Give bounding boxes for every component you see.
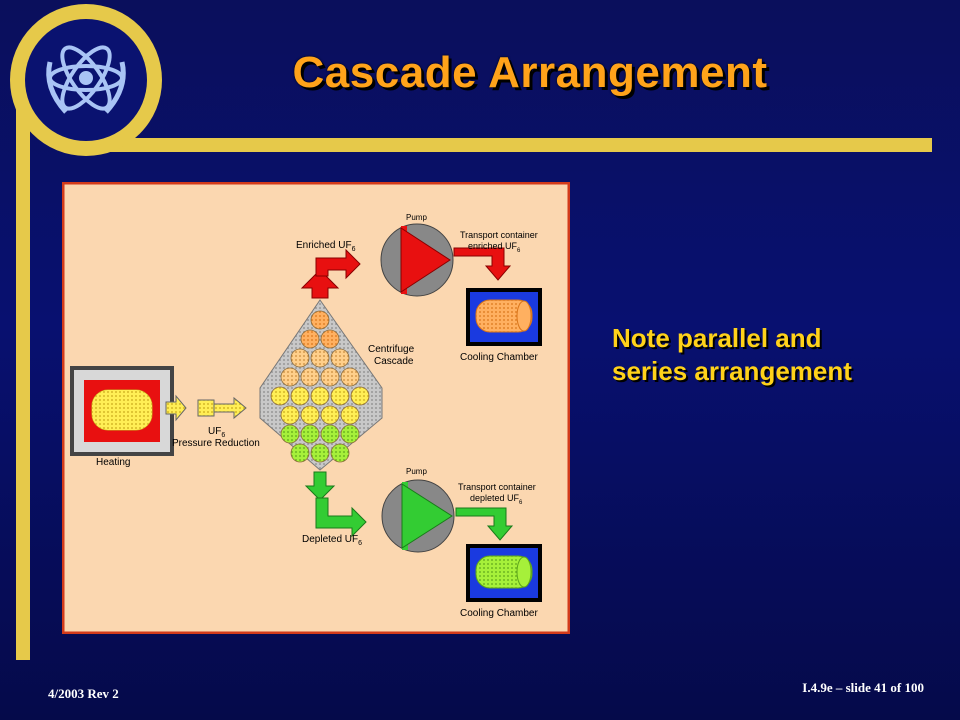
centrifuge-cell — [320, 329, 340, 349]
centrifuge-cell — [310, 386, 330, 406]
transport-enriched-arrow — [453, 247, 512, 281]
centrifuge-cell — [310, 443, 330, 463]
pressure-reduction-label: Pressure Reduction — [172, 438, 260, 449]
depleted-label: Depleted UF6 — [302, 534, 362, 547]
centrifuge-cell — [300, 367, 320, 387]
uf6-label: UF6 — [208, 426, 225, 439]
heating-label: Heating — [96, 457, 130, 468]
centrifuge-cell — [330, 443, 350, 463]
pump-bottom-label: Pump — [406, 467, 427, 476]
pump-top-label: Pump — [406, 213, 427, 222]
uf6-flow-arrow — [165, 394, 247, 422]
enriched-up-arrow — [300, 269, 340, 299]
frame-vertical-bar — [16, 80, 30, 660]
centrifuge-cell — [280, 424, 300, 444]
centrifuge-cell — [300, 424, 320, 444]
centrifuge-cell — [320, 405, 340, 425]
frame-horizontal-bar — [80, 138, 932, 152]
centrifuge-cell — [300, 405, 320, 425]
transport-enriched-label-1: Transport container — [460, 230, 538, 240]
centrifuge-cell — [330, 348, 350, 368]
transport-depleted-label-2: depleted UF6 — [470, 493, 523, 506]
centrifuge-cell — [290, 348, 310, 368]
centrifuge-cell — [280, 405, 300, 425]
centrifuge-cell — [270, 386, 290, 406]
centrifuge-cell — [310, 348, 330, 368]
centrifuge-cell — [300, 329, 320, 349]
heating-unit — [70, 366, 174, 456]
pump-bottom-triangle — [401, 483, 453, 549]
note-line-2: series arrangement — [612, 356, 852, 386]
depleted-pipe-arrow — [315, 497, 367, 538]
cooling-chamber-bottom — [466, 544, 542, 602]
depleted-down-arrow — [304, 471, 336, 501]
centrifuge-cell — [340, 424, 360, 444]
centrifuge-cell — [350, 386, 370, 406]
enriched-pipe-arrow — [315, 248, 361, 280]
centrifuge-cell — [330, 386, 350, 406]
centrifuge-cell — [310, 310, 330, 330]
atom-logo-icon — [46, 45, 126, 114]
centrifuge-cell — [340, 405, 360, 425]
transport-depleted-label-1: Transport container — [458, 482, 536, 492]
centrifuge-cell — [340, 367, 360, 387]
centrifuge-cell — [290, 386, 310, 406]
enriched-label: Enriched UF6 — [296, 240, 356, 253]
cascade-diagram: Heating UF6 Pressure Reduction Centrifug… — [62, 182, 570, 634]
cascade-label-2: Cascade — [374, 356, 414, 367]
centrifuge-cell — [280, 367, 300, 387]
cascade-label-1: Centrifuge — [368, 344, 415, 355]
pump-top-triangle — [400, 227, 451, 293]
slide-title: Cascade Arrangement — [292, 48, 768, 97]
centrifuge-cell — [320, 367, 340, 387]
transport-enriched-label-2: enriched UF6 — [468, 241, 521, 254]
cooling-chamber-bottom-label: Cooling Chamber — [460, 608, 538, 619]
footer-revision: 4/2003 Rev 2 — [48, 686, 119, 701]
cooling-chamber-top-label: Cooling Chamber — [460, 352, 538, 363]
note-line-1: Note parallel and — [612, 323, 822, 353]
note-text: Note parallel and series arrangement — [612, 322, 932, 388]
centrifuge-cell — [320, 424, 340, 444]
centrifuge-cells — [270, 310, 370, 463]
transport-depleted-arrow — [455, 507, 514, 541]
footer-slide-number: I.4.9e – slide 41 of 100 — [802, 680, 924, 695]
cooling-chamber-top — [466, 288, 542, 346]
centrifuge-cell — [290, 443, 310, 463]
